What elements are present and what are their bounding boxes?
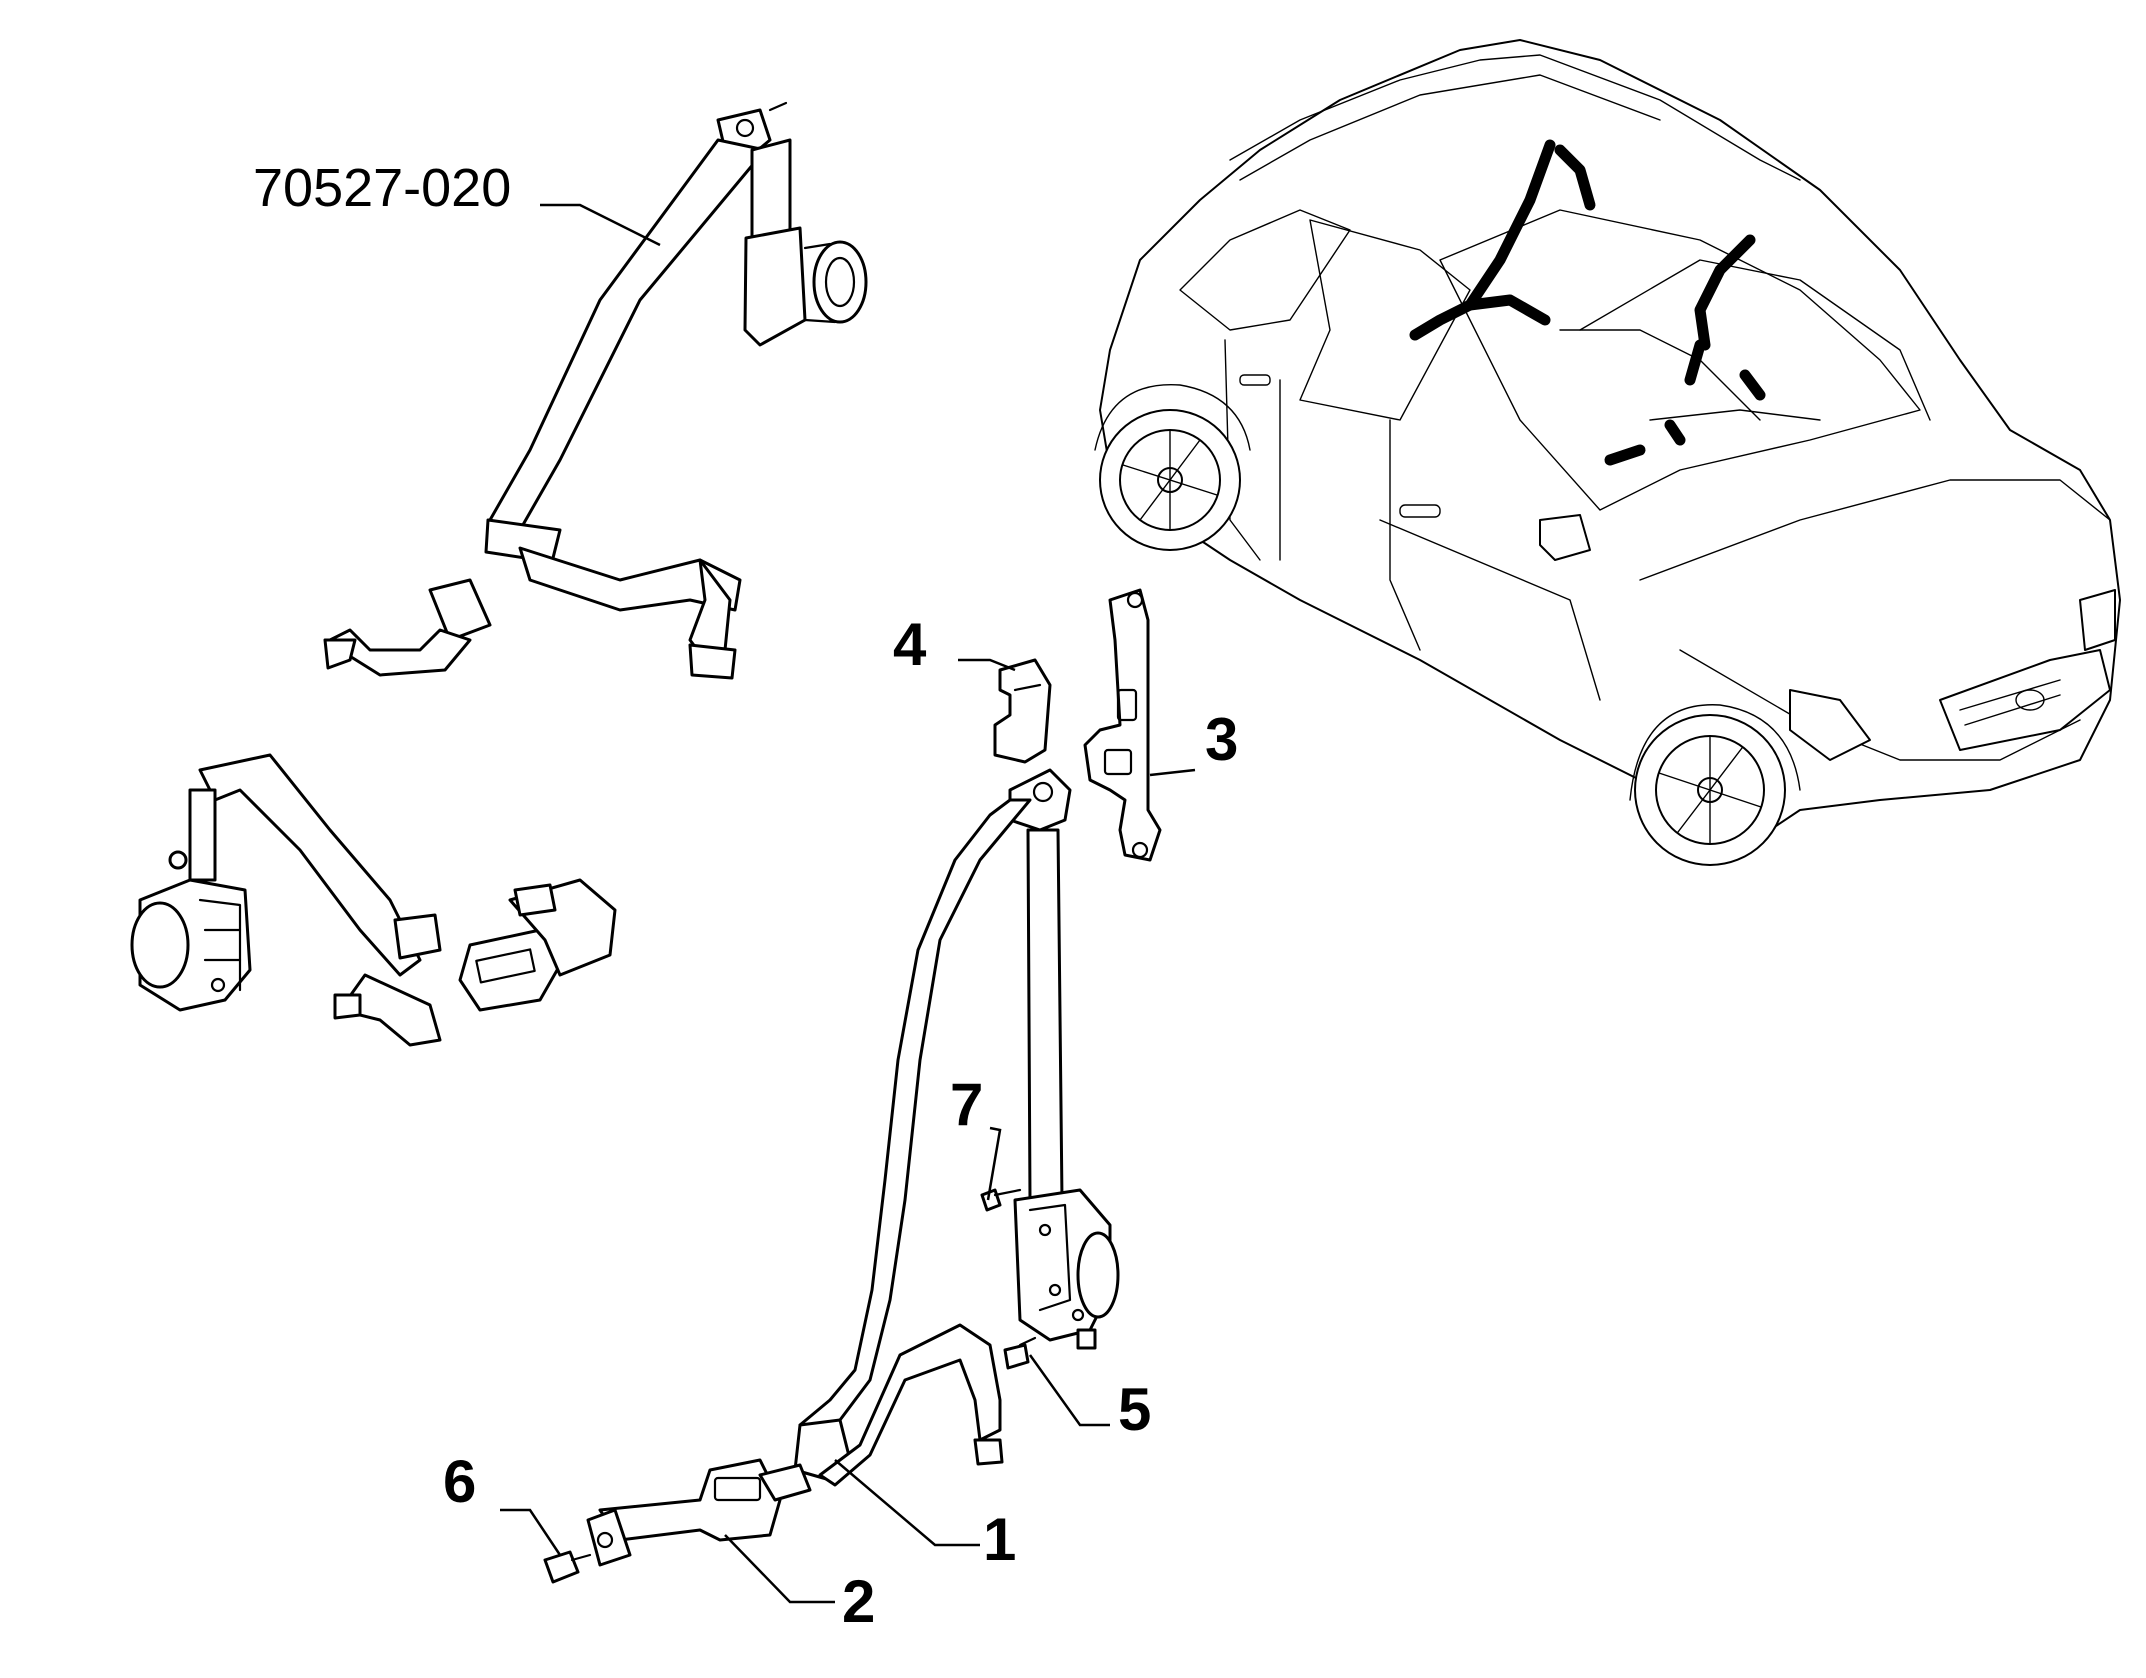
callout-6-label: 6: [443, 1448, 476, 1515]
callout-7-leader: [986, 1126, 1002, 1201]
main-belt-assembly: [543, 588, 1162, 1584]
callout-3-leader: [1149, 768, 1196, 777]
callout-4-label: 4: [893, 611, 927, 678]
reference-belt-assembly-lower: [130, 753, 617, 1047]
callout-7-label: 7: [950, 1071, 983, 1138]
callout-1-label: 1: [983, 1506, 1016, 1573]
callout-6-leader: [500, 1508, 562, 1556]
reference-belt-assembly-upper: [323, 101, 868, 680]
callout-3-label: 3: [1205, 706, 1238, 773]
callout-2-label: 2: [842, 1568, 875, 1635]
callout-5-label: 5: [1118, 1376, 1151, 1443]
vehicle-illustration: [1094, 39, 2121, 866]
callout-4-leader: [958, 658, 1016, 672]
callout-5-leader: [1028, 1354, 1110, 1427]
reference-code-leader: [540, 203, 661, 247]
reference-code-label: 70527-020: [253, 158, 511, 218]
callout-1-leader: [834, 1459, 980, 1547]
callout-2-leader: [724, 1534, 835, 1604]
